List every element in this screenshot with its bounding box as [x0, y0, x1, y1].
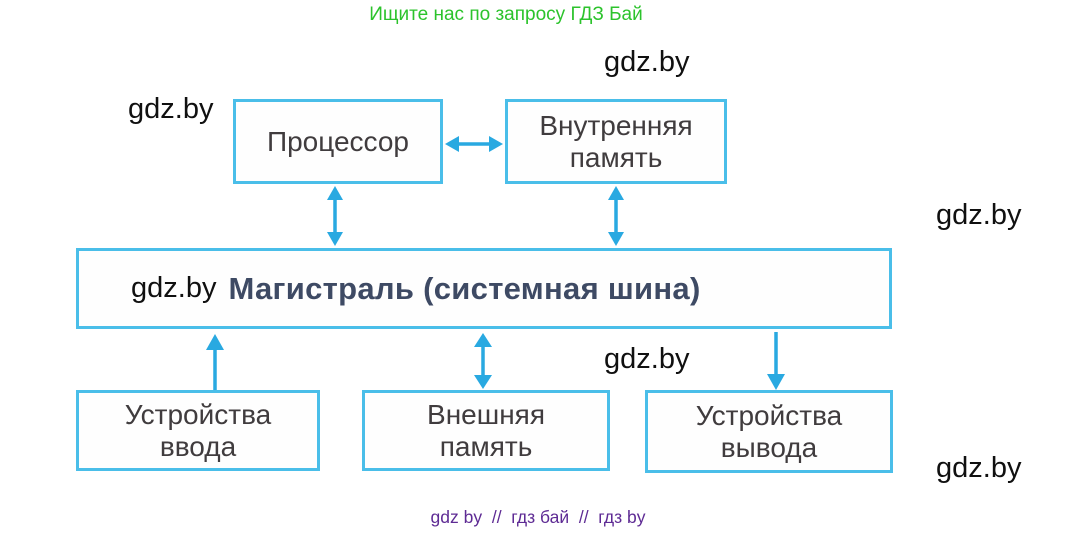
node-processor-label: Процессор	[266, 125, 410, 157]
watermark-top: gdz.by	[604, 46, 690, 78]
arrow-bus-output-devices	[767, 332, 785, 390]
node-system-bus-label: Магистраль (системная шина)	[228, 270, 701, 306]
header-search-hint: Ищите нас по запросу ГДЗ Бай	[369, 4, 643, 25]
watermark-middle: gdz.by	[604, 343, 690, 375]
node-output-devices-label: Устройства вывода	[695, 400, 843, 463]
node-external-memory: Внешняя память	[362, 390, 610, 471]
watermark-right: gdz.by	[936, 199, 1022, 231]
watermark-in-bus: gdz.by	[131, 272, 217, 304]
node-input-devices-label: Устройства ввода	[124, 399, 272, 462]
arrow-processor-bus	[327, 186, 343, 246]
arrow-processor-internal-memory	[445, 136, 503, 152]
node-external-memory-label: Внешняя память	[427, 399, 545, 462]
arrow-internal-memory-bus	[608, 186, 624, 246]
node-internal-memory-label: Внутренняя память	[539, 110, 693, 173]
footer-keywords: gdz by // гдз бай // гдз by	[430, 507, 646, 527]
arrow-input-devices-bus	[206, 334, 224, 390]
arrow-external-memory-bus	[474, 333, 492, 389]
node-internal-memory: Внутренняя память	[505, 99, 727, 184]
node-output-devices: Устройства вывода	[645, 390, 893, 473]
node-system-bus: gdz.by Магистраль (системная шина)	[76, 248, 892, 329]
node-processor: Процессор	[233, 99, 443, 184]
watermark-bottom-right: gdz.by	[936, 452, 1022, 484]
node-input-devices: Устройства ввода	[76, 390, 320, 471]
watermark-left: gdz.by	[128, 93, 214, 125]
node-system-bus-content: gdz.by Магистраль (системная шина)	[131, 271, 701, 307]
